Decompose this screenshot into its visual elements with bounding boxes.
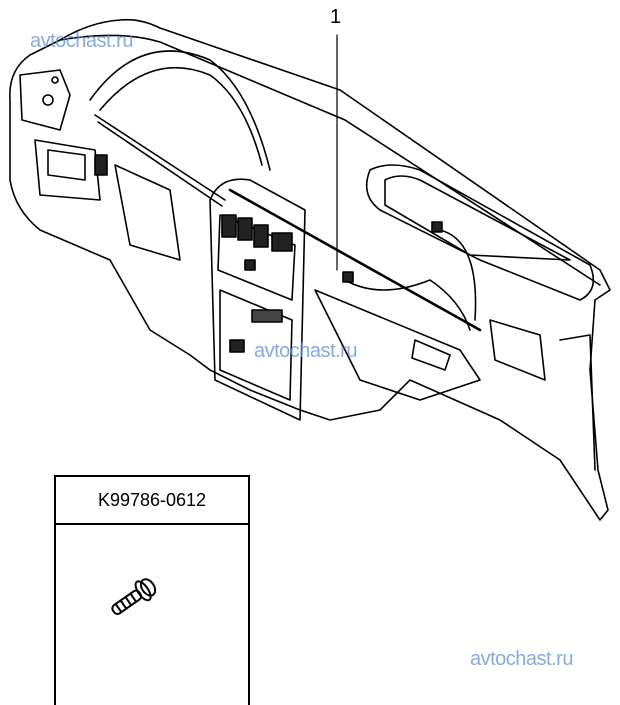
fastener-part-box: K99786-0612 <box>54 475 250 705</box>
callout-label: 1 <box>330 6 342 28</box>
watermark: avtochast.ru <box>30 30 133 52</box>
bolt-icon <box>111 578 157 615</box>
watermark: avtochast.ru <box>470 648 573 670</box>
part-number: K99786-0612 <box>56 477 248 525</box>
watermark: avtochast.ru <box>254 340 357 362</box>
